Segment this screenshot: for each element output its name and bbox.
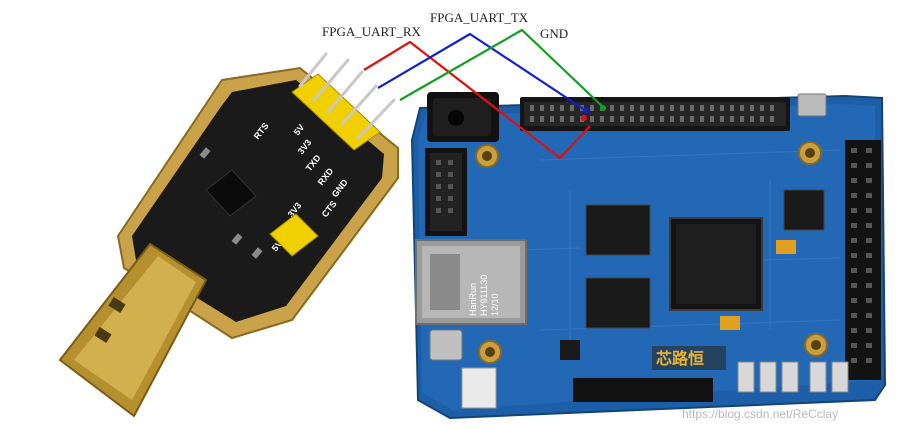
tantalum-cap (720, 316, 740, 330)
board-logo: 芯路恒 (656, 349, 704, 368)
rx-wire (363, 40, 591, 160)
label-gnd: GND (540, 26, 568, 41)
ic-chip (783, 189, 825, 231)
ic-chip-small (560, 340, 580, 360)
gpio-header-bottom (573, 378, 713, 402)
tantalum-cap (776, 240, 796, 254)
gpio-header-right (845, 140, 881, 380)
tx-wire (377, 32, 589, 113)
label-fpga-uart-rx: FPGA_UART_RX (322, 24, 422, 39)
dip-switch (461, 367, 497, 409)
label-fpga-uart-tx: FPGA_UART_TX (430, 10, 529, 25)
ethernet-brand: HanRun (468, 283, 478, 316)
ethernet-date: 12/10 (490, 293, 500, 316)
sdram-chip-1 (585, 204, 651, 256)
wires (363, 28, 605, 160)
voltage-jumper (269, 213, 319, 257)
gnd-wire (399, 28, 605, 109)
pin-header-yellow (291, 73, 381, 151)
usb-port-top (797, 93, 827, 117)
usb-serial-chip (205, 169, 257, 217)
watermark: https://blog.csdn.net/ReCclay (682, 407, 838, 421)
header-pins (298, 52, 396, 140)
ethernet-model: HY911130 (479, 275, 489, 316)
sdram-chip-2 (585, 277, 651, 329)
usb-ttl-adapter: RTS 5V 3V3 TXD RXD GND CTS 5V 3V3 (58, 52, 399, 418)
micro-usb-port (429, 329, 463, 361)
fpga-board: HanRun HY911130 12/10 (410, 92, 887, 420)
push-buttons (737, 361, 849, 393)
